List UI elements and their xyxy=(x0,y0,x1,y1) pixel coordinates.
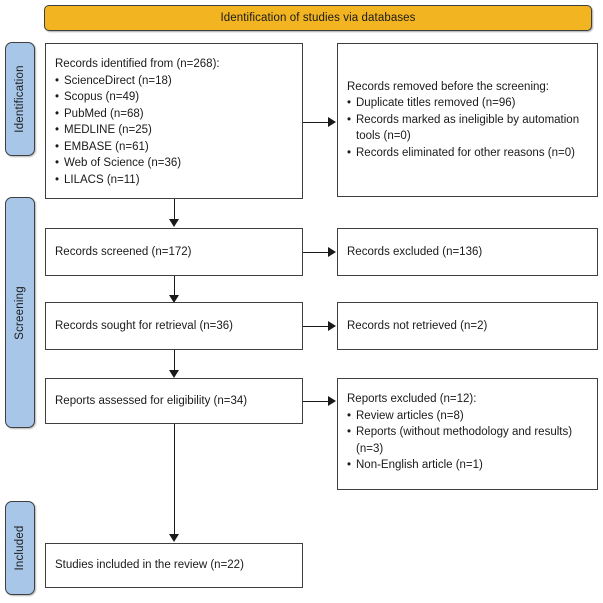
list-item: • Reports (without methodology and result… xyxy=(347,424,588,457)
arrowhead-down-icon xyxy=(169,295,179,303)
node-reports-assessed-for-eligibility: Reports assessed for eligibility (n=34) xyxy=(45,378,303,424)
list-item: • ScienceDirect (n=18) xyxy=(55,73,293,90)
node-records-identified-headline: Records identified from (n=268): xyxy=(55,58,220,70)
node-studies-included-headline: Studies included in the review (n=22) xyxy=(55,559,244,572)
node-records-removed: Records removed before the screening: • D… xyxy=(337,43,598,197)
list-item: • EMBASE (n=61) xyxy=(55,139,293,156)
list-item: • MEDLINE (n=25) xyxy=(55,122,293,139)
list-item-label: MEDLINE (n=25) xyxy=(64,124,152,136)
node-reports-excluded-list: • Review articles (n=8) • Reports (without… xyxy=(347,408,588,474)
list-item-label: PubMed (n=68) xyxy=(64,107,144,120)
list-item: • Records eliminated for other reasons (n… xyxy=(347,145,588,162)
node-records-excluded: Records excluded (n=136) xyxy=(337,228,598,276)
arrowhead-down-icon xyxy=(169,370,179,378)
list-item: • Duplicate titles removed (n=96) xyxy=(347,95,588,112)
list-item-label: Review articles (n=8) xyxy=(356,409,464,422)
node-records-sought-for-retrieval: Records sought for retrieval (n=36) xyxy=(45,302,303,350)
bullet-icon: • xyxy=(347,426,352,438)
node-records-removed-headline: Records removed before the screening: xyxy=(347,80,549,93)
node-records-sought-headline: Records sought for retrieval (n=36) xyxy=(55,319,234,332)
bullet-icon: • xyxy=(55,107,60,120)
list-item-label: Duplicate titles removed (n=96) xyxy=(356,97,516,110)
connector-identified-to-screened xyxy=(173,199,175,220)
node-records-excluded-headline: Records excluded (n=136) xyxy=(347,245,483,258)
bullet-icon: • xyxy=(55,173,60,186)
list-item-label: LILACS (n=11) xyxy=(64,173,140,186)
list-item-label: ScienceDirect (n=18) xyxy=(64,74,172,87)
stage-label-identification: Identification xyxy=(14,65,26,133)
list-item: • Web of Science (n=36) xyxy=(55,155,293,172)
diagram-title-text: Identification of studies via databases xyxy=(220,12,416,24)
list-item-label: Reports (without methodology and results… xyxy=(356,426,573,455)
arrowhead-right-icon xyxy=(328,396,336,406)
stage-bar-screening: Screening xyxy=(5,197,35,428)
connector-assessed-to-reports-excluded xyxy=(303,400,329,402)
node-records-screened: Records screened (n=172) xyxy=(45,228,303,276)
bullet-icon: • xyxy=(55,157,60,169)
connector-identified-to-removed xyxy=(303,121,329,123)
bullet-icon: • xyxy=(347,409,352,422)
arrowhead-right-icon xyxy=(328,321,336,331)
list-item: • Non-English article (n=1) xyxy=(347,457,588,474)
connector-assessed-to-included xyxy=(173,424,175,535)
node-records-removed-list: • Duplicate titles removed (n=96) • Record… xyxy=(347,95,588,161)
arrowhead-right-icon xyxy=(328,117,336,127)
node-records-identified: Records identified from (n=268): • Scienc… xyxy=(45,43,303,199)
arrowhead-down-icon xyxy=(169,219,179,227)
bullet-icon: • xyxy=(347,97,352,110)
node-reports-assessed-headline: Reports assessed for eligibility (n=34) xyxy=(55,394,248,407)
connector-sought-to-assessed xyxy=(173,350,175,371)
arrowhead-down-icon xyxy=(169,534,179,542)
list-item: • PubMed (n=68) xyxy=(55,106,293,123)
node-records-screened-headline: Records screened (n=172) xyxy=(55,245,192,258)
node-records-identified-list: • ScienceDirect (n=18) • Scopus (n=49) • Pu… xyxy=(55,73,293,189)
node-reports-excluded: Reports excluded (n=12): • Review article… xyxy=(337,378,598,490)
stage-bar-identification: Identification xyxy=(5,42,35,156)
bullet-icon: • xyxy=(55,74,60,87)
bullet-icon: • xyxy=(347,113,352,126)
list-item: • Review articles (n=8) xyxy=(347,408,588,425)
node-studies-included: Studies included in the review (n=22) xyxy=(45,543,303,588)
connector-screened-to-sought xyxy=(173,276,175,296)
list-item-label: Records marked as ineligible by automati… xyxy=(356,113,580,143)
list-item-label: Web of Science (n=36) xyxy=(64,157,182,169)
bullet-icon: • xyxy=(347,459,352,471)
list-item-label: Records eliminated for other reasons (n=… xyxy=(356,146,575,159)
node-records-not-retrieved: Records not retrieved (n=2) xyxy=(337,302,598,350)
stage-bar-included: Included xyxy=(5,501,35,595)
list-item-label: EMBASE (n=61) xyxy=(64,140,149,153)
bullet-icon: • xyxy=(347,146,352,159)
arrowhead-right-icon xyxy=(328,247,336,257)
list-item-label: Scopus (n=49) xyxy=(64,91,140,103)
list-item-label: Non-English article (n=1) xyxy=(356,459,483,471)
diagram-title-banner: Identification of studies via databases xyxy=(44,5,592,31)
list-item: • Scopus (n=49) xyxy=(55,89,293,106)
node-records-not-retrieved-headline: Records not retrieved (n=2) xyxy=(347,319,488,332)
node-reports-excluded-headline: Reports excluded (n=12): xyxy=(347,393,477,405)
list-item: • LILACS (n=11) xyxy=(55,172,293,189)
connector-screened-to-excluded xyxy=(303,251,329,253)
stage-label-screening: Screening xyxy=(14,285,26,340)
bullet-icon: • xyxy=(55,124,60,136)
bullet-icon: • xyxy=(55,140,60,153)
bullet-icon: • xyxy=(55,91,60,103)
list-item: • Records marked as ineligible by automat… xyxy=(347,112,588,145)
connector-sought-to-not-retrieved xyxy=(303,325,329,327)
stage-label-included: Included xyxy=(14,525,26,571)
